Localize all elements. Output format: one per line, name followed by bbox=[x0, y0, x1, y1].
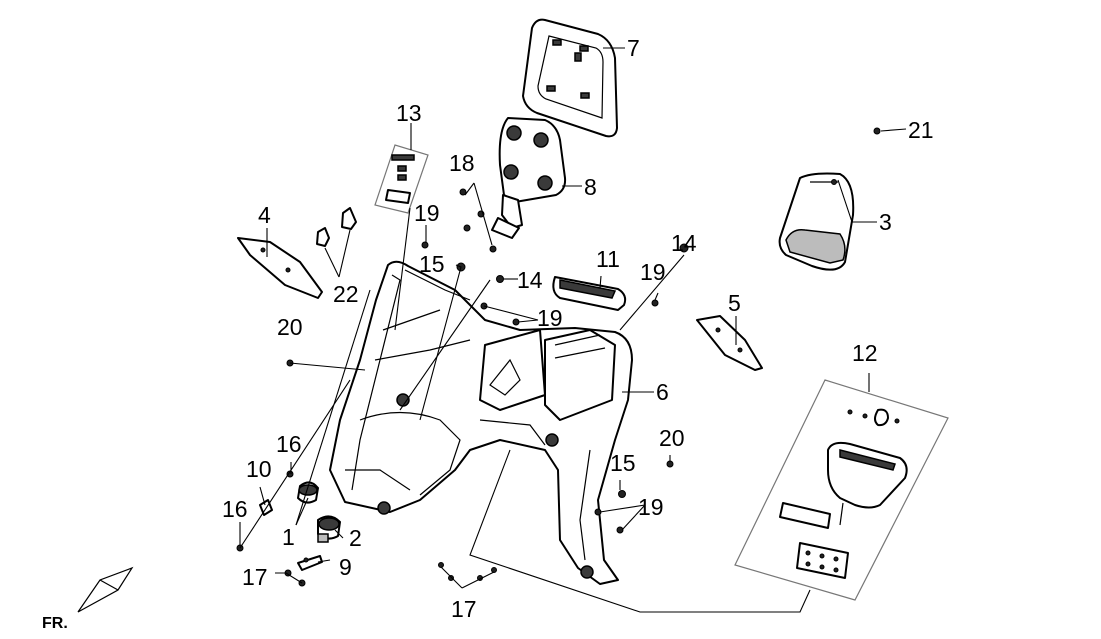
label-part-14-mid: 14 bbox=[517, 267, 543, 293]
part-11-grille bbox=[552, 276, 627, 311]
label-part-8: 8 bbox=[584, 174, 597, 200]
part-4-trim bbox=[237, 237, 323, 299]
part-12-assembly bbox=[734, 379, 949, 601]
leader-lines bbox=[239, 47, 907, 613]
part-22-clips bbox=[316, 207, 357, 247]
label-part-7: 7 bbox=[627, 35, 640, 61]
label-part-4: 4 bbox=[258, 202, 271, 228]
label-part-1: 1 bbox=[282, 524, 295, 550]
label-part-19-bottom: 19 bbox=[638, 494, 664, 520]
label-part-3: 3 bbox=[879, 209, 892, 235]
label-part-19-top: 19 bbox=[414, 200, 440, 226]
part-5-trim bbox=[696, 315, 763, 371]
label-part-15-top: 15 bbox=[419, 251, 445, 277]
front-direction-marker: FR. bbox=[42, 566, 134, 632]
part-6-main-body bbox=[329, 260, 633, 585]
label-part-17-left: 17 bbox=[242, 564, 268, 590]
label-part-6: 6 bbox=[656, 379, 669, 405]
part-7-panel bbox=[522, 18, 618, 138]
part-1-socket bbox=[297, 481, 319, 504]
label-part-16-top: 16 bbox=[276, 431, 302, 457]
label-part-14-right: 14 bbox=[671, 230, 697, 256]
part-9-bracket bbox=[297, 555, 323, 571]
label-part-2: 2 bbox=[349, 525, 362, 551]
part-number-labels: 7 8 21 3 13 18 19 4 22 15 14 11 19 14 19… bbox=[222, 35, 934, 622]
part-2-socket bbox=[317, 515, 341, 543]
label-part-15-bottom: 15 bbox=[610, 450, 636, 476]
label-part-12: 12 bbox=[852, 340, 878, 366]
label-part-9: 9 bbox=[339, 554, 352, 580]
part-13-assembly bbox=[374, 144, 429, 214]
label-part-21: 21 bbox=[908, 117, 934, 143]
label-part-19-mid: 19 bbox=[537, 305, 563, 331]
label-part-13: 13 bbox=[396, 100, 422, 126]
label-part-11: 11 bbox=[596, 246, 620, 272]
part-3-cover bbox=[778, 172, 855, 271]
label-part-22: 22 bbox=[333, 281, 359, 307]
label-part-20-right: 20 bbox=[659, 425, 685, 451]
label-part-10: 10 bbox=[246, 456, 272, 482]
label-part-18: 18 bbox=[449, 150, 475, 176]
label-part-16-bottom: 16 bbox=[222, 496, 248, 522]
label-part-17-bottom: 17 bbox=[451, 596, 477, 622]
label-part-19-right: 19 bbox=[640, 259, 666, 285]
label-part-20-left: 20 bbox=[277, 314, 303, 340]
front-label: FR. bbox=[42, 615, 68, 632]
label-part-5: 5 bbox=[728, 290, 741, 316]
part-8-bracket bbox=[491, 117, 567, 239]
